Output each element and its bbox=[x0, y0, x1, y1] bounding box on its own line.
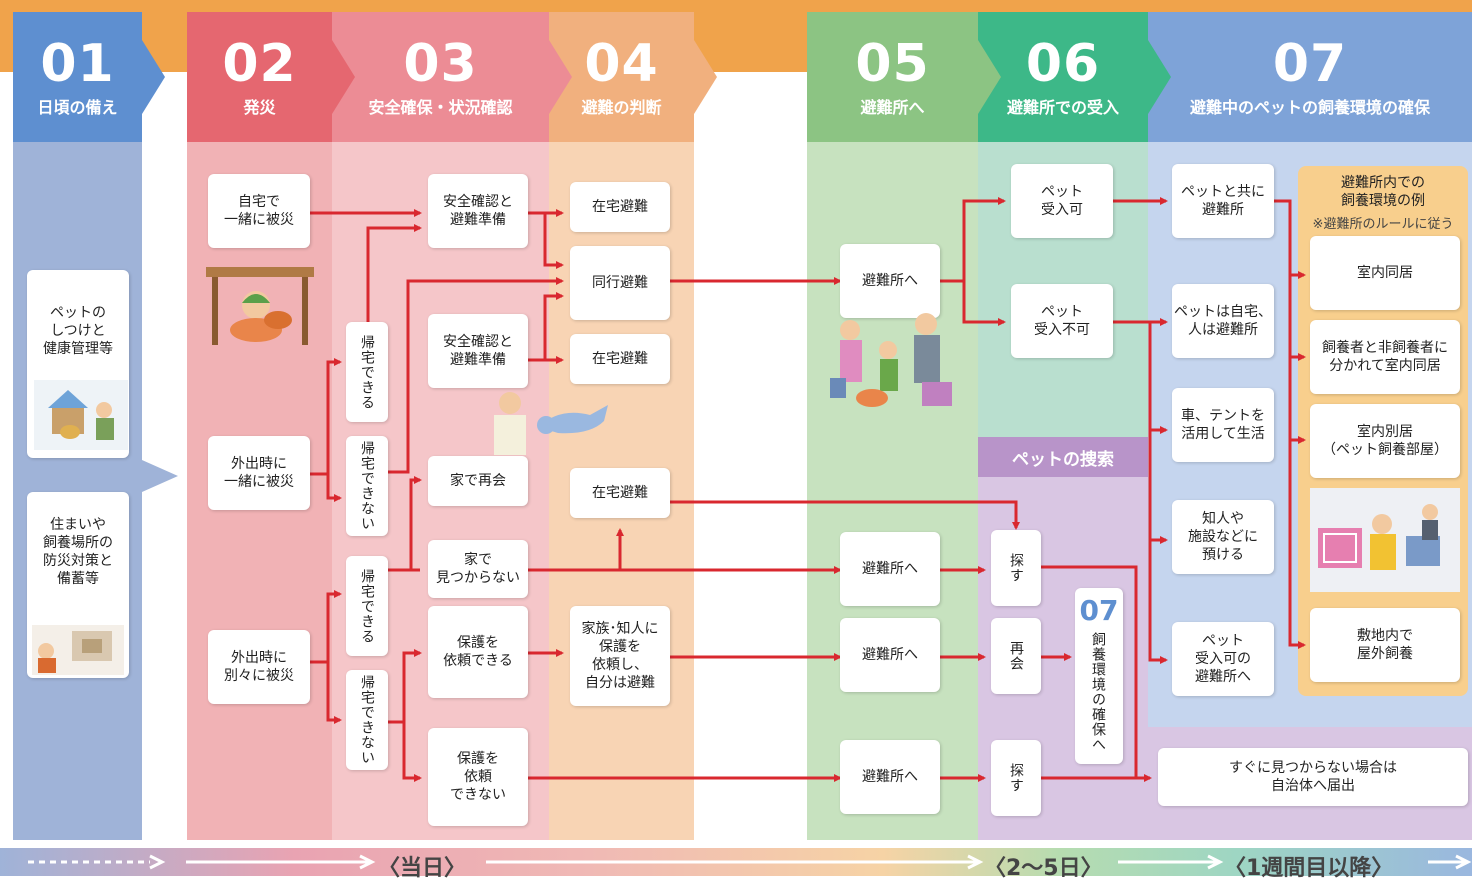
with-pet-in-shelter-box: ペットと共に 避難所 bbox=[1172, 164, 1274, 238]
step-title: 避難所へ bbox=[860, 98, 925, 117]
timeline-label-week: 〈1週間目以降〉 bbox=[1224, 856, 1394, 881]
step-title: 発災 bbox=[243, 98, 276, 117]
safety-check-box-2: 安全確認と 避難準備 bbox=[428, 314, 528, 388]
hiding-under-table-illustration bbox=[206, 267, 314, 345]
pet-home-person-shelter-box: ペットは自宅、 人は避難所 bbox=[1172, 284, 1274, 358]
step-03-header: 03 安全確保・状況確認 bbox=[332, 12, 549, 142]
step-04-header: 04 避難の判断 bbox=[549, 12, 694, 142]
pet-not-accepted-box: ペット 受入不可 bbox=[1011, 284, 1113, 358]
step-number: 05 bbox=[855, 34, 930, 94]
disaster-out-together-box: 外出時に 一緒に被災 bbox=[208, 436, 310, 510]
timeline-label-day: 〈当日〉 bbox=[378, 856, 467, 881]
step-01-header: 01 日頃の備え bbox=[13, 12, 142, 142]
search-box-1: 探す bbox=[991, 530, 1041, 606]
step-number: 04 bbox=[584, 34, 659, 94]
reunite-box: 再会 bbox=[991, 618, 1041, 694]
example-outdoor: 敷地内で 屋外飼養 bbox=[1310, 608, 1460, 682]
step-number: 06 bbox=[1025, 34, 1101, 94]
pet-search-header: ペットの捜索 bbox=[978, 437, 1148, 477]
example-split-indoor: 飼養者と非飼養者に 分かれて室内同居 bbox=[1310, 320, 1460, 394]
step-title: 避難所での受入 bbox=[1006, 98, 1119, 117]
step-title: 日頃の備え bbox=[37, 98, 118, 117]
step-02-header: 02 発災 bbox=[187, 12, 332, 142]
family-evacuating-illustration bbox=[830, 313, 952, 407]
report-to-municipality-box: すぐに見つからない場合は 自治体へ届出 bbox=[1158, 748, 1468, 806]
column-01-bg bbox=[13, 142, 142, 840]
step-07-header: 07 避難中のペットの飼養環境の確保 bbox=[1148, 12, 1472, 142]
can-request-protection-box: 保護を 依頼できる bbox=[428, 606, 528, 698]
example-indoor-together: 室内同居 bbox=[1310, 236, 1460, 310]
safety-check-box-1: 安全確認と 避難準備 bbox=[428, 174, 528, 248]
person-and-cat-illustration bbox=[494, 392, 608, 455]
stay-home-box-1: 在宅避難 bbox=[570, 182, 670, 232]
pet-ok-shelter-box: ペット 受入可の 避難所へ bbox=[1172, 622, 1274, 696]
car-tent-box: 車、テントを 活用して生活 bbox=[1172, 388, 1274, 462]
stay-home-box-3: 在宅避難 bbox=[570, 468, 670, 518]
example-panel-title: 避難所内での 飼養環境の例 bbox=[1341, 175, 1425, 209]
example-panel-note: ※避難所のルールに従う bbox=[1312, 217, 1454, 232]
can-return-home-2: 帰宅できる bbox=[346, 556, 388, 656]
disaster-out-apart-box: 外出時に 別々に被災 bbox=[208, 630, 310, 704]
doghouse-illustration bbox=[34, 380, 128, 450]
to-step-07-number: 07 bbox=[1079, 594, 1119, 627]
step-title: 避難の判断 bbox=[581, 98, 662, 117]
shelter-pets-illustration bbox=[1310, 488, 1460, 592]
step-number: 03 bbox=[403, 34, 478, 94]
search-box-2: 探す bbox=[991, 740, 1041, 816]
cannot-request-protection-box: 保護を 依頼 できない bbox=[428, 728, 528, 826]
example-separate-room: 室内別居 （ペット飼養部屋） bbox=[1310, 404, 1460, 478]
reunite-at-home-box: 家で再会 bbox=[428, 456, 528, 506]
step-title: 安全確保・状況確認 bbox=[368, 98, 513, 117]
home-storage-illustration bbox=[32, 625, 124, 675]
step-05-header: 05 避難所へ bbox=[807, 12, 978, 142]
to-shelter-box-1: 避難所へ bbox=[840, 244, 940, 318]
cannot-return-home-2: 帰宅できない bbox=[346, 670, 388, 770]
timeline-label-days: 〈2～5日〉 bbox=[984, 856, 1103, 881]
step-number: 01 bbox=[40, 34, 115, 94]
not-found-at-home-box: 家で 見つからない bbox=[428, 540, 528, 598]
evacuate-with-pet-box: 同行避難 bbox=[570, 246, 670, 320]
stay-home-box-2: 在宅避難 bbox=[570, 334, 670, 384]
to-step-07-box: 07 飼養環境の確保へ bbox=[1075, 588, 1123, 764]
to-shelter-box-3: 避難所へ bbox=[840, 618, 940, 692]
cannot-return-home-1: 帰宅できない bbox=[346, 436, 388, 536]
ask-family-evacuate-box: 家族･知人に 保護を 依頼し、 自分は避難 bbox=[570, 606, 670, 706]
disaster-at-home-box: 自宅で 一緒に被災 bbox=[208, 174, 310, 248]
entrust-pet-box: 知人や 施設などに 預ける bbox=[1172, 500, 1274, 574]
to-step-07-text: 飼養環境の確保へ bbox=[1090, 632, 1106, 752]
step-number: 07 bbox=[1272, 34, 1348, 94]
to-shelter-box-2: 避難所へ bbox=[840, 532, 940, 606]
step-06-header: 06 避難所での受入 bbox=[978, 12, 1148, 142]
pet-accepted-box: ペット 受入可 bbox=[1011, 164, 1113, 238]
to-shelter-box-4: 避難所へ bbox=[840, 740, 940, 814]
step-title: 避難中のペットの飼養環境の確保 bbox=[1189, 98, 1430, 117]
step-number: 02 bbox=[222, 34, 297, 94]
can-return-home-1: 帰宅できる bbox=[346, 322, 388, 422]
